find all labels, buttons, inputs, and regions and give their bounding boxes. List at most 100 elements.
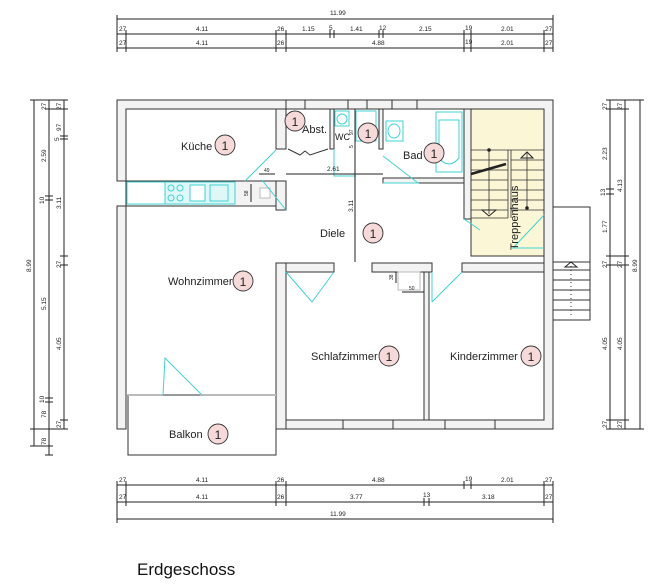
dim-kueche-width: 49 xyxy=(264,168,270,174)
room-badge-schlafzimmer xyxy=(378,345,400,367)
dim-top-r1-5: 1.41 xyxy=(350,26,363,33)
left-dimensions: 8.99 27 2.59 10 5.15 10 78 27 97 5 3.11 … xyxy=(26,99,68,456)
room-badge-text-wc: 1 xyxy=(365,127,372,141)
dim-diele-width: 2.61 xyxy=(327,166,340,173)
dim-top-r1-9: 2.01 xyxy=(501,26,514,33)
dim-left-total: 8.99 xyxy=(26,259,33,272)
dim-right-r1-6: 27 xyxy=(602,420,609,428)
dim-right-r2-1: 4.13 xyxy=(617,179,624,192)
dim-shaft-w: 50 xyxy=(409,286,415,292)
room-badge-wohnzimmer xyxy=(232,270,254,292)
stairwell-fill xyxy=(470,108,545,257)
dim-bot-r2-4: 13 xyxy=(423,492,431,499)
dim-right-r2-4: 27 xyxy=(617,420,624,428)
dim-diele-height: 3.11 xyxy=(348,199,355,212)
dim-bot-r1-3: 4.88 xyxy=(372,477,385,484)
balcony xyxy=(127,356,277,456)
room-label-abst: Abst. xyxy=(302,124,327,136)
room-label-kinderzimmer: Kinderzimmer xyxy=(450,351,518,363)
dim-shaft-h: 38 xyxy=(389,274,395,280)
door-swings: 38 50 xyxy=(261,179,481,303)
dim-bot-r2-0: 27 xyxy=(119,494,127,501)
room-kinderzimmer: Kinderzimmer 1 xyxy=(450,345,542,367)
dim-left-r1-4: 10 xyxy=(39,395,46,403)
dim-top-r2-6: 27 xyxy=(545,40,553,47)
room-abst: 1 Abst. xyxy=(284,110,327,136)
room-diele: Diele 1 xyxy=(320,222,384,244)
room-badge-text-abst: 1 xyxy=(292,115,299,129)
top-dimensions: 11.99 27 4.11 26 1.15 5 1.41 12 2.15 19 … xyxy=(116,10,554,52)
dim-top-r2-1: 4.11 xyxy=(196,40,209,47)
dim-top-r1-4: 5 xyxy=(329,25,333,32)
dim-right-r1-0: 27 xyxy=(602,102,609,110)
room-treppenhaus: Treppenhaus xyxy=(509,185,521,250)
dim-top-r1-8: 19 xyxy=(465,25,473,32)
staircase xyxy=(470,148,591,321)
dim-top-r2-5: 2.01 xyxy=(501,40,514,47)
room-wohnzimmer: Wohnzimmer 1 xyxy=(168,270,254,292)
room-badge-text-wohnzimmer: 1 xyxy=(240,275,247,289)
dim-bot-r2-2: 26 xyxy=(277,494,285,501)
dim-left-r1-5: 78 xyxy=(41,410,48,418)
room-label-diele: Diele xyxy=(320,228,345,240)
dim-left-r1-0: 27 xyxy=(41,102,48,110)
building-walls xyxy=(116,99,554,430)
dim-bot-r2-1: 4.11 xyxy=(196,494,209,501)
dim-top-r1-10: 27 xyxy=(545,26,553,33)
dim-bot-r1-0: 27 xyxy=(119,477,127,484)
dim-top-r1-6: 12 xyxy=(379,25,387,32)
dim-bot-r1-5: 2.01 xyxy=(501,477,514,484)
dim-top-r1-3: 1.15 xyxy=(302,26,315,33)
floor-title: Erdgeschoss xyxy=(137,560,236,579)
dim-left-r1-1: 2.59 xyxy=(41,149,48,162)
room-badge-kueche xyxy=(214,134,236,156)
dim-bot-r1-6: 27 xyxy=(545,477,553,484)
dim-right-r1-5: 4.05 xyxy=(602,337,609,350)
room-label-schlafzimmer: Schlafzimmer xyxy=(311,351,378,363)
dim-right-r2-2: 27 xyxy=(617,260,624,268)
room-badge-kinderzimmer xyxy=(520,345,542,367)
dim-left-r2-1: 97 xyxy=(56,123,63,131)
dim-left-r2-4: 27 xyxy=(56,260,63,268)
room-bad: Bad 1 xyxy=(403,142,445,164)
dim-top-r1-0: 27 xyxy=(119,26,127,33)
dim-top-r2-2: 26 xyxy=(277,40,285,47)
room-badge-text-kueche: 1 xyxy=(222,139,229,153)
dim-top-r1-2: 26 xyxy=(277,26,285,33)
dim-left-r1-2: 10 xyxy=(39,196,46,204)
room-badge-diele xyxy=(362,222,384,244)
dim-right-r2-0: 27 xyxy=(617,102,624,110)
kitchen-fixtures: 49 58 xyxy=(126,149,277,205)
dim-kueche-depth: 58 xyxy=(244,190,250,196)
room-label-treppenhaus: Treppenhaus xyxy=(509,185,521,250)
dim-right-r1-2: 13 xyxy=(600,188,607,196)
dim-top-r2-3: 4.88 xyxy=(372,40,385,47)
dim-bot-r2-5: 3.18 xyxy=(482,494,495,501)
dim-wc-a: 97 xyxy=(349,129,355,135)
room-wc: WC 1 xyxy=(335,122,379,144)
dim-left-r2-0: 27 xyxy=(56,102,63,110)
dim-right-r1-4: 27 xyxy=(602,260,609,268)
dim-bot-r1-2: 26 xyxy=(277,477,285,484)
room-kueche: Küche 1 xyxy=(181,134,236,156)
room-badge-text-kinderzimmer: 1 xyxy=(528,350,535,364)
room-label-wc: WC xyxy=(335,132,350,142)
dim-left-extra: 78 xyxy=(41,437,48,445)
dim-bot-r1-1: 4.11 xyxy=(196,477,209,484)
dim-top-r1-1: 4.11 xyxy=(196,26,209,33)
dim-bot-r2-6: 27 xyxy=(545,494,553,501)
room-badge-text-schlafzimmer: 1 xyxy=(386,350,393,364)
dim-top-r1-7: 2.15 xyxy=(419,26,432,33)
room-label-balkon: Balkon xyxy=(169,429,203,441)
dim-left-r2-2: 5 xyxy=(54,137,61,141)
room-schlafzimmer: Schlafzimmer 1 xyxy=(311,345,400,367)
dim-top-total: 11.99 xyxy=(330,10,346,17)
dim-top-r2-4: 19 xyxy=(465,39,473,46)
dim-bot-r1-4: 19 xyxy=(465,476,473,483)
room-label-wohnzimmer: Wohnzimmer xyxy=(168,276,233,288)
dim-left-r1-3: 5.15 xyxy=(41,297,48,310)
dim-bot-total: 11.99 xyxy=(330,511,346,518)
dim-right-r2-3: 4.05 xyxy=(617,337,624,350)
room-badge-text-balkon: 1 xyxy=(215,428,222,442)
